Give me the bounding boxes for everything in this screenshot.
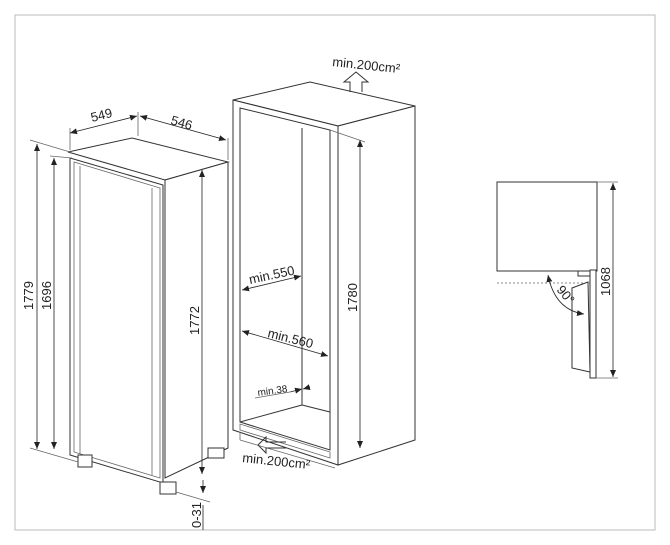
fridge-door-height-label: 1696	[39, 281, 54, 310]
fridge-depth-label: 549	[89, 105, 114, 125]
door-opening-drawing	[496, 181, 618, 379]
fridge-width-label: 546	[169, 112, 194, 132]
cabinet-drawing	[232, 71, 416, 469]
fridge-body-height-label: 1772	[187, 306, 202, 335]
fridge-total-height-label: 1779	[21, 281, 36, 310]
vent-arrow-up-icon	[342, 71, 370, 92]
cabinet-height-label: 1780	[345, 283, 360, 312]
vent-arrow-in-icon	[257, 435, 286, 455]
door-view-height-label: 1068	[598, 267, 613, 296]
top-vent-label: min.200cm²	[332, 54, 402, 76]
bottom-vent-label: min.200cm²	[242, 450, 312, 472]
panel-thickness-label: min.38	[257, 384, 289, 399]
fridge-drawing	[29, 112, 230, 530]
frame-border	[14, 14, 656, 531]
feet-adjust-label: 0-31	[189, 502, 204, 528]
